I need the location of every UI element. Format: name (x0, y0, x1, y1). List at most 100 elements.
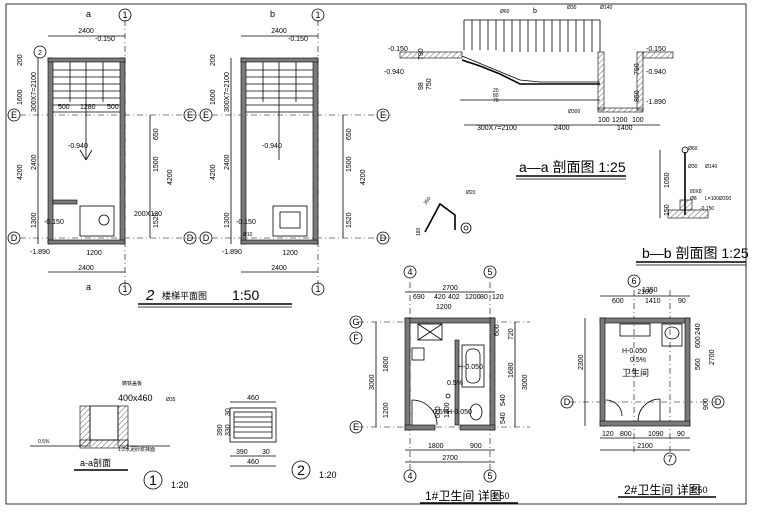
sec-bb-0: Ø60 (688, 146, 698, 152)
wc1-left-0: 3000 (369, 374, 376, 390)
sec-bb-6: -0.150 (700, 206, 714, 212)
wc1-bot-total: 2700 (442, 455, 458, 462)
wc1-axis-g: G (352, 317, 359, 327)
grate-bot-1: 30 (262, 449, 270, 456)
plan2-sec-mark: b (270, 9, 275, 19)
wc2-elev: H-0.050 (622, 348, 647, 355)
plan2-right-2: 4200 (360, 169, 367, 185)
rail-dim-1: 180 (416, 227, 422, 236)
sec-aa-bot-2: 100 (598, 117, 610, 124)
sec-aa-bot-3: 1200 (612, 117, 628, 124)
axis-d-left: D (11, 233, 18, 243)
sec-bb-5: L=100Ø300 (705, 196, 731, 202)
sec-aa-left-2: 750 (426, 78, 433, 90)
wc2-bot-2: 1090 (648, 431, 664, 438)
wc2-axis-7: 7 (667, 454, 672, 464)
plan2-phi: Ø10 (243, 232, 253, 238)
wc1-right-top: 600 (494, 324, 501, 336)
plan2-right-3: 1520 (346, 212, 353, 228)
wc2-bot-1: 800 (620, 431, 632, 438)
wc2-top-2: 90 (678, 298, 686, 305)
plan2-bottom-small: 1200 (282, 250, 298, 257)
wc2-right-0: 900 (703, 398, 710, 410)
wc2-right-2: 600 (695, 336, 702, 348)
grate-bot-0: 390 (236, 449, 248, 456)
drain-title: a-a剖面 (80, 457, 111, 468)
plan1-sec-mark-bot: a (86, 282, 91, 292)
wc1-elev-2: H-0.050 (447, 409, 472, 416)
wc2-bot-0: 120 (602, 431, 614, 438)
wc1-elev-1: H-0.050 (458, 364, 483, 371)
wc1-top-1: 420 (434, 294, 446, 301)
sec-aa-top-1: b (533, 8, 537, 15)
sec-aa-top-0: Ø60 (500, 9, 510, 15)
plan2-el-top: -0.150 (288, 36, 308, 43)
grate-bot-2: 460 (247, 459, 259, 466)
plan2-bottom-dim: 2400 (271, 265, 287, 272)
wc2-scale: 1:50 (690, 485, 708, 495)
plan1-seg-2: 500 (107, 104, 119, 111)
plan2-left-2: 300X7=2100 (224, 72, 231, 112)
plan2-left-5: 1300 (224, 212, 231, 228)
sec-aa-phi-note: Ø300 (568, 109, 580, 115)
plan2-right-1: 1500 (346, 156, 353, 172)
wc1-bot-1: 900 (470, 443, 482, 450)
plan1-left-2: 300X7=2100 (31, 72, 38, 112)
plan2-left-4: 4200 (210, 164, 217, 180)
axis-1-top: 1 (122, 10, 127, 20)
wc2-bot-3: 90 (677, 431, 685, 438)
wc1-right-4: 540 (500, 412, 507, 424)
plan1-top-dim: 2400 (78, 28, 94, 35)
axis-e-left: E (11, 110, 17, 120)
grate-top: 460 (247, 395, 259, 402)
wc1-top-0: 690 (413, 294, 425, 301)
wc1-slope-1: 0.5% (447, 380, 463, 387)
plan1-right-1: 1500 (153, 156, 160, 172)
grate-scale: 1:20 (319, 470, 337, 480)
plan1-left-5: 1300 (31, 212, 38, 228)
plan1-seg-0: 500 (58, 104, 70, 111)
sec-aa-el-2: -0.150 (646, 46, 666, 53)
wc2-top2: 1350 (642, 287, 658, 294)
plan1-el-low: -0.150 (44, 219, 64, 226)
wc1-top-3: 1200 (465, 294, 481, 301)
wc1-axis-5-bot: 5 (487, 471, 492, 481)
wc1-right-3: 540 (500, 394, 507, 406)
plan1-el-bot: -1.890 (30, 249, 50, 256)
wc1-inner-1: 1200 (444, 402, 451, 418)
plan1-left-1: 1600 (17, 89, 24, 105)
drain-detail-1: 铸铁盖板 400x460 Ø35 0.5% 1:2水泥砂浆抹面 a-a剖面 1 … (30, 380, 189, 490)
wc2-top-1: 1410 (645, 298, 661, 305)
wc2-plan: 6 7 D D H-0.050 0.5% 卫生间 2100 600 1410 9… (560, 274, 725, 498)
stair-plan-title: 楼梯平面图 (162, 290, 207, 301)
sec-aa-top-2: Ø30 (567, 5, 577, 11)
wc1-left-1: 1800 (383, 356, 390, 372)
drain-scale: 1:20 (171, 480, 189, 490)
plan1-right-3: 1520 (153, 212, 160, 228)
wc1-axis-4-top: 4 (407, 267, 412, 277)
stair-plan-title-block: 2 楼梯平面图 1:50 (138, 287, 292, 308)
wc1-axis-4-bot: 4 (407, 471, 412, 481)
plan1-el-mid: -0.940 (68, 143, 88, 150)
plan2-axis-d-right: D (380, 233, 387, 243)
plan1-sec-mark-top: a (86, 9, 91, 19)
wc1-inner-0: 600 (435, 406, 442, 418)
drain-size: 400x460 (118, 393, 153, 403)
stair-plan-2: 1 1 E E D D 2400 -0.150 -0 (199, 8, 392, 296)
sec-bb-4: Ø8 (690, 196, 697, 202)
plan1-bottom-small: 1200 (86, 250, 102, 257)
plan1-beam: 200X120 (134, 211, 162, 218)
sec-bb-dim-1: 150 (664, 204, 671, 216)
wc1-top-mid: 1200 (436, 304, 452, 311)
wc1-right-2: 3000 (522, 374, 529, 390)
sec-aa-el-0: -0.150 (388, 46, 408, 53)
rail-phi: Ø20 (466, 190, 476, 196)
stair-plan-1: 1 1 E E D D (7, 8, 200, 296)
axis-d-right: D (187, 233, 194, 243)
sec-bb-2: Ø140 (705, 164, 717, 170)
wc1-left-2: 1200 (383, 402, 390, 418)
wc1-axis-e: E (353, 422, 359, 432)
sheet-border (5, 3, 747, 505)
sec-aa-layer-1: 80 (493, 93, 499, 99)
